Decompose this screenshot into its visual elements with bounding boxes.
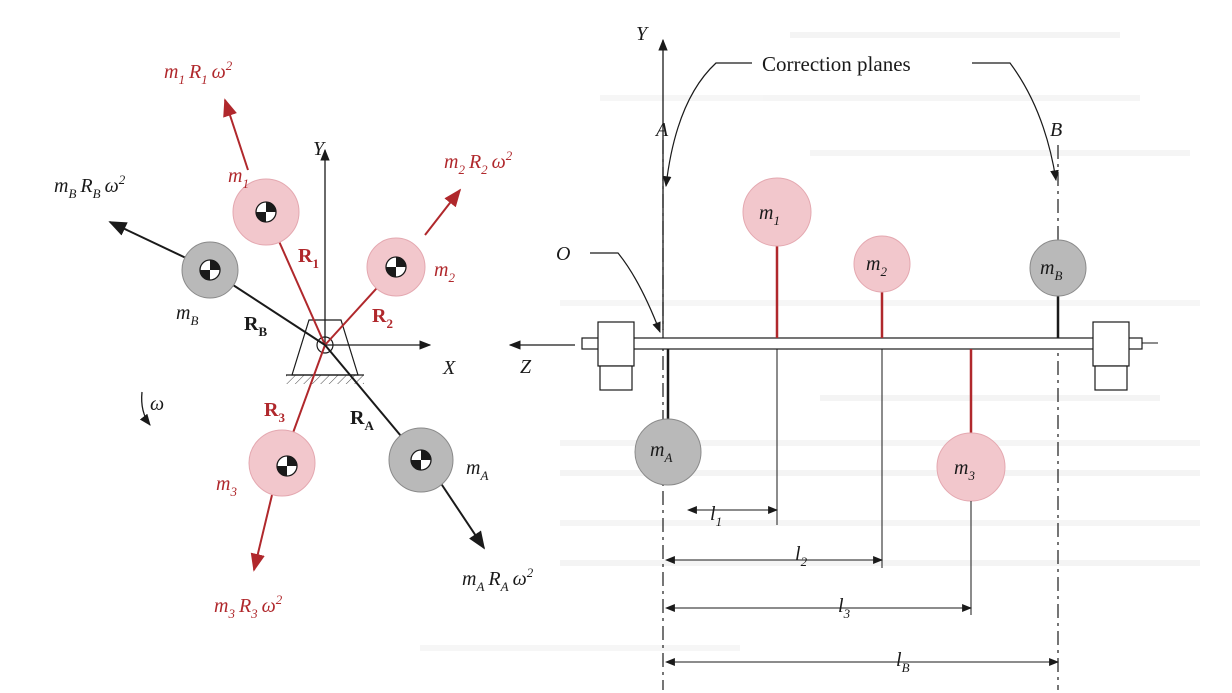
mass-label-mA-right: mA — [650, 439, 672, 465]
force-arrow-m3 — [250, 494, 273, 572]
mass-label-m2-right: m2 — [866, 253, 887, 279]
force-arrow-mA — [439, 481, 485, 550]
mass-label-m3-left: m3 — [216, 473, 237, 499]
mass-label-mA-left: mA — [466, 457, 488, 483]
plane-a-label: A — [654, 119, 669, 141]
origin-label: O — [556, 243, 570, 265]
mass-m2-right — [853, 235, 911, 293]
x-axis-label-left: X — [442, 357, 456, 379]
force-arrow-m2 — [424, 188, 462, 236]
bearing-right-base — [1094, 365, 1128, 391]
mass-label-mB-left: mB — [176, 302, 198, 328]
rotation-arrow-icon — [139, 391, 151, 426]
ground-hatch — [286, 375, 364, 384]
mass-mB-left — [181, 241, 239, 299]
mass-label-m3-right: m3 — [954, 457, 975, 483]
left-end-view: Y X — [54, 58, 534, 621]
bearing-right — [1092, 321, 1130, 367]
force-arrow-m1 — [223, 98, 249, 171]
mass-label-m1-right: m1 — [759, 202, 780, 228]
dim-label-l1: l1 — [710, 503, 722, 529]
mass-m1-right — [742, 177, 812, 247]
correction-planes-title: Correction planes — [762, 52, 911, 76]
mass-mB-right — [1029, 239, 1087, 297]
bearing-left-base — [599, 365, 633, 391]
dim-label-l2: l2 — [795, 543, 808, 569]
bearing-left — [597, 321, 635, 367]
vector-label-RA: RA — [350, 407, 374, 433]
dim-label-lB: lB — [896, 649, 910, 675]
mass-m2-left — [366, 237, 426, 297]
shaft-center — [316, 336, 334, 354]
mass-m1-left — [232, 178, 300, 246]
origin-leader — [590, 252, 661, 334]
vector-label-R3: R3 — [264, 399, 285, 425]
vector-label-R1: R1 — [298, 245, 319, 271]
y-axis-label-left: Y — [313, 138, 326, 160]
vector-label-R2: R2 — [372, 305, 393, 331]
right-side-view: Y Z A B Correction planes O — [508, 23, 1158, 690]
omega-label: ω — [150, 393, 164, 415]
mass-mA-left — [388, 427, 454, 493]
leader-plane-a — [662, 62, 752, 188]
leader-plane-b — [972, 62, 1059, 182]
mass-label-m1-left: m1 — [228, 165, 249, 191]
mass-label-m2-left: m2 — [434, 259, 455, 285]
mass-m3-right — [936, 432, 1006, 502]
vector-label-RB: RB — [244, 313, 267, 339]
dim-label-l3: l3 — [838, 595, 851, 621]
mass-m3-left — [248, 429, 316, 497]
shaft — [581, 337, 1143, 350]
plane-b-label: B — [1050, 119, 1062, 141]
mass-label-mB-right: mB — [1040, 257, 1062, 283]
force-arrow-mB — [108, 221, 187, 259]
mass-mA-right — [634, 418, 702, 486]
y-axis-label-right: Y — [636, 23, 649, 45]
z-axis-label-right: Z — [520, 356, 532, 378]
